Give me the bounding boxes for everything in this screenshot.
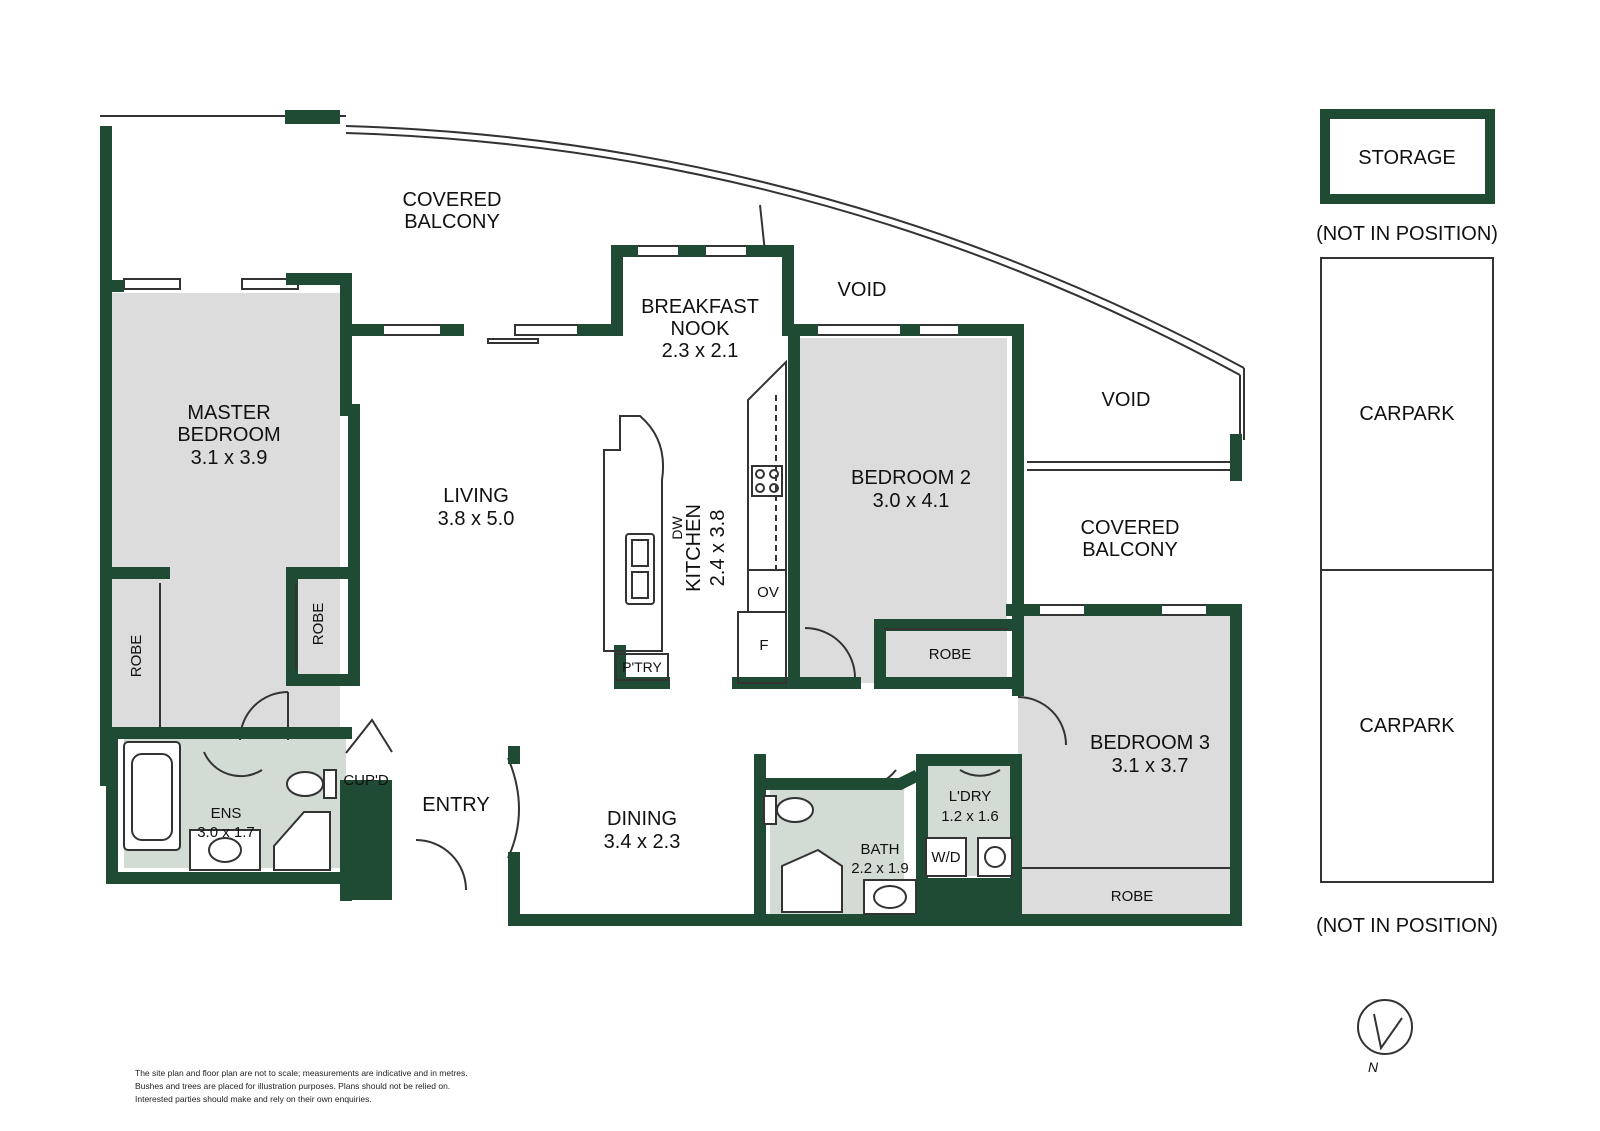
svg-text:1.2 x 1.6: 1.2 x 1.6	[941, 808, 999, 825]
svg-text:2.3 x 2.1: 2.3 x 2.1	[662, 340, 739, 362]
room-labels: COVERED BALCONY BREAKFAST NOOK 2.3 x 2.1…	[128, 189, 1210, 905]
svg-text:3.0 x 4.1: 3.0 x 4.1	[873, 490, 950, 512]
robe-left-label: ROBE	[128, 635, 145, 678]
storage-box	[1320, 109, 1495, 204]
svg-text:2.2 x 1.9: 2.2 x 1.9	[851, 860, 909, 877]
bedroom3-label: BEDROOM 3	[1090, 732, 1210, 754]
outer-west-wall	[100, 126, 124, 292]
carpark-note: (NOT IN POSITION)	[1316, 915, 1498, 937]
carpark-2-label: CARPARK	[1359, 715, 1455, 737]
bedroom3-fill	[1018, 613, 1230, 915]
robe-master-label: ROBE	[310, 603, 327, 646]
svg-text:2.4 x 3.8: 2.4 x 3.8	[707, 510, 729, 587]
master-bedroom-label: MASTER	[187, 402, 270, 424]
kitchen-bench	[737, 359, 787, 684]
dining-label: DINING	[607, 808, 677, 830]
void-top-label: VOID	[838, 279, 887, 301]
robe-bed2-label: ROBE	[929, 646, 972, 663]
bath-label: BATH	[861, 841, 900, 858]
bedroom2-label: BEDROOM 2	[851, 467, 971, 489]
svg-text:NOOK: NOOK	[671, 318, 731, 340]
north-arrow-icon: N	[1357, 999, 1413, 1075]
wd-label: W/D	[931, 849, 960, 866]
svg-text:3.0 x 1.7: 3.0 x 1.7	[197, 824, 255, 841]
covered-balcony-right-label: COVERED	[1081, 517, 1180, 539]
disclaimer-line: The site plan and floor plan are not to …	[135, 1068, 468, 1078]
storage-label: STORAGE	[1358, 147, 1455, 169]
breakfast-nook-label: BREAKFAST	[641, 296, 759, 318]
svg-text:3.1 x 3.9: 3.1 x 3.9	[191, 447, 268, 469]
cupd-label: CUP'D	[343, 772, 389, 789]
carpark-1-label: CARPARK	[1359, 403, 1455, 425]
carpark-2-box	[1320, 569, 1494, 883]
disclaimer-line: Bushes and trees are placed for illustra…	[135, 1081, 451, 1091]
ov-label: OV	[757, 584, 779, 601]
sink-icon	[625, 533, 655, 605]
ens-shower-icon	[273, 811, 331, 871]
cooktop-icon	[751, 465, 783, 497]
svg-text:3.4 x 2.3: 3.4 x 2.3	[604, 831, 681, 853]
robe-bed3-label: ROBE	[1111, 888, 1154, 905]
ens-label: ENS	[211, 805, 242, 822]
svg-text:BALCONY: BALCONY	[404, 211, 500, 233]
bath-shower-icon	[781, 848, 843, 913]
disclaimer: The site plan and floor plan are not to …	[135, 1067, 555, 1106]
balcony-curve	[345, 125, 1245, 369]
f-label: F	[759, 637, 768, 654]
storage-note: (NOT IN POSITION)	[1316, 223, 1498, 245]
kitchen-fixtures	[603, 359, 787, 684]
disclaimer-line: Interested parties should make and rely …	[135, 1094, 372, 1104]
ldry-label: L'DRY	[949, 788, 992, 805]
island-bench	[603, 415, 664, 652]
covered-balcony-top-label: COVERED	[403, 189, 502, 211]
robe-left-fill	[112, 573, 164, 733]
side-panel: STORAGE (NOT IN POSITION) CARPARK CARPAR…	[1316, 109, 1498, 937]
svg-text:BALCONY: BALCONY	[1082, 539, 1178, 561]
ens-toilet-icon	[286, 771, 324, 797]
wd-box	[925, 837, 967, 877]
dw-label: DW	[669, 516, 685, 540]
pantry-label: P'TRY	[622, 659, 662, 675]
living-label: LIVING	[443, 485, 509, 507]
void-right-label: VOID	[1102, 389, 1151, 411]
bath-toilet-icon	[776, 797, 814, 823]
bath-fixtures	[123, 741, 1013, 915]
kitchen-label: KITCHEN	[683, 504, 705, 592]
svg-text:3.1 x 3.7: 3.1 x 3.7	[1112, 755, 1189, 777]
pantry-box	[615, 653, 669, 681]
svg-text:BEDROOM: BEDROOM	[177, 424, 280, 446]
north-label: N	[1368, 1059, 1379, 1075]
entry-label: ENTRY	[422, 794, 489, 816]
walls	[100, 110, 1242, 926]
svg-text:3.8 x 5.0: 3.8 x 5.0	[438, 508, 515, 530]
